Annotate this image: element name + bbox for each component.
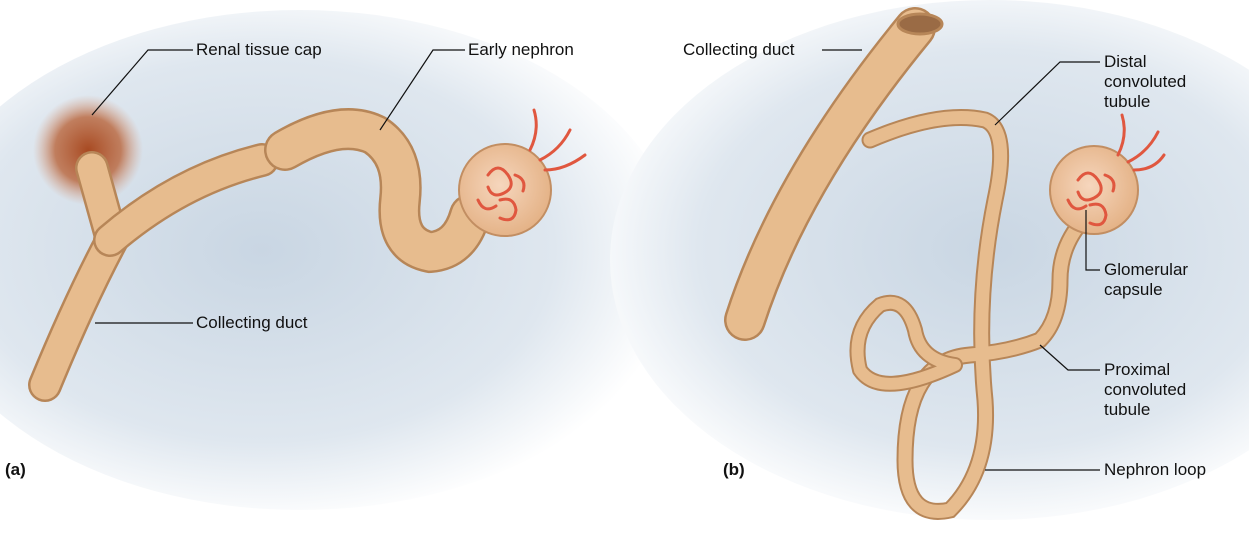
glomerular-capsule-a: [459, 144, 551, 236]
label-nephron-loop: Nephron loop: [1104, 460, 1206, 480]
label-proximal-line-1: Proximal: [1104, 360, 1186, 380]
label-proximal-line-3: tubule: [1104, 400, 1186, 420]
glomerular-capsule-b: [1050, 146, 1138, 234]
label-collecting-duct-a: Collecting duct: [196, 313, 308, 333]
label-distal-line-1: Distal: [1104, 52, 1186, 72]
label-collecting-duct-b-text: Collecting duct: [683, 40, 795, 60]
label-glomerular-line-1: Glomerular: [1104, 260, 1188, 280]
panel-a-tag: (a): [5, 460, 26, 480]
label-glomerular-line-2: capsule: [1104, 280, 1188, 300]
label-glomerular-capsule: Glomerular capsule: [1104, 260, 1188, 300]
panel-b-tag: (b): [723, 460, 745, 480]
label-proximal-line-2: convoluted: [1104, 380, 1186, 400]
label-early-nephron: Early nephron: [468, 40, 574, 60]
label-distal-convoluted-tubule: Distal convoluted tubule: [1104, 52, 1186, 112]
collecting-duct-opening: [898, 14, 942, 34]
label-renal-tissue-cap: Renal tissue cap: [196, 40, 322, 60]
label-distal-line-2: convoluted: [1104, 72, 1186, 92]
label-proximal-convoluted-tubule: Proximal convoluted tubule: [1104, 360, 1186, 420]
label-distal-line-3: tubule: [1104, 92, 1186, 112]
